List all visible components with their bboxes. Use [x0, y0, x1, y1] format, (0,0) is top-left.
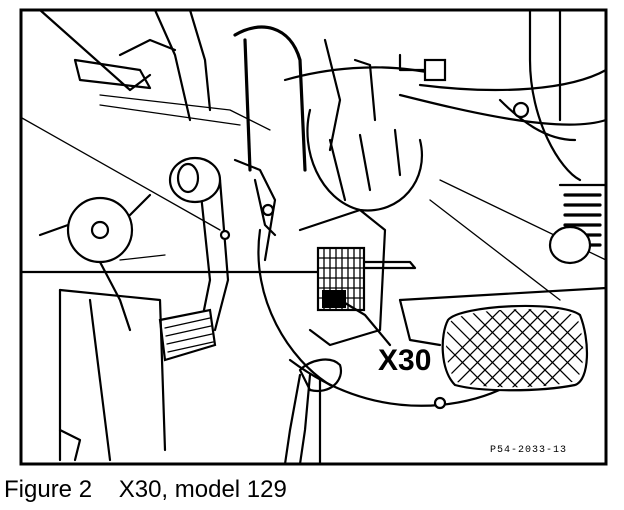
pedal-mesh — [446, 309, 584, 388]
reference-code: P54-2033-13 — [490, 445, 567, 456]
figure-caption: Figure 2 X30, model 129 — [4, 476, 287, 504]
clutch-pivot — [38, 193, 166, 332]
right-column — [498, 8, 608, 265]
callout-leader — [338, 298, 392, 347]
figure-number: Figure 2 — [4, 476, 93, 503]
connector-pins — [317, 247, 365, 311]
x30-label: X30 — [378, 344, 431, 377]
accelerator-pedal — [398, 298, 588, 392]
figure-frame — [19, 8, 608, 466]
x30-connector — [298, 208, 417, 347]
clutch-pedal — [158, 156, 230, 362]
lower-left-structure — [58, 288, 167, 462]
caption-text: X30, model 129 — [118, 476, 287, 503]
upper-bracket — [38, 8, 271, 131]
steering-column — [233, 25, 608, 212]
